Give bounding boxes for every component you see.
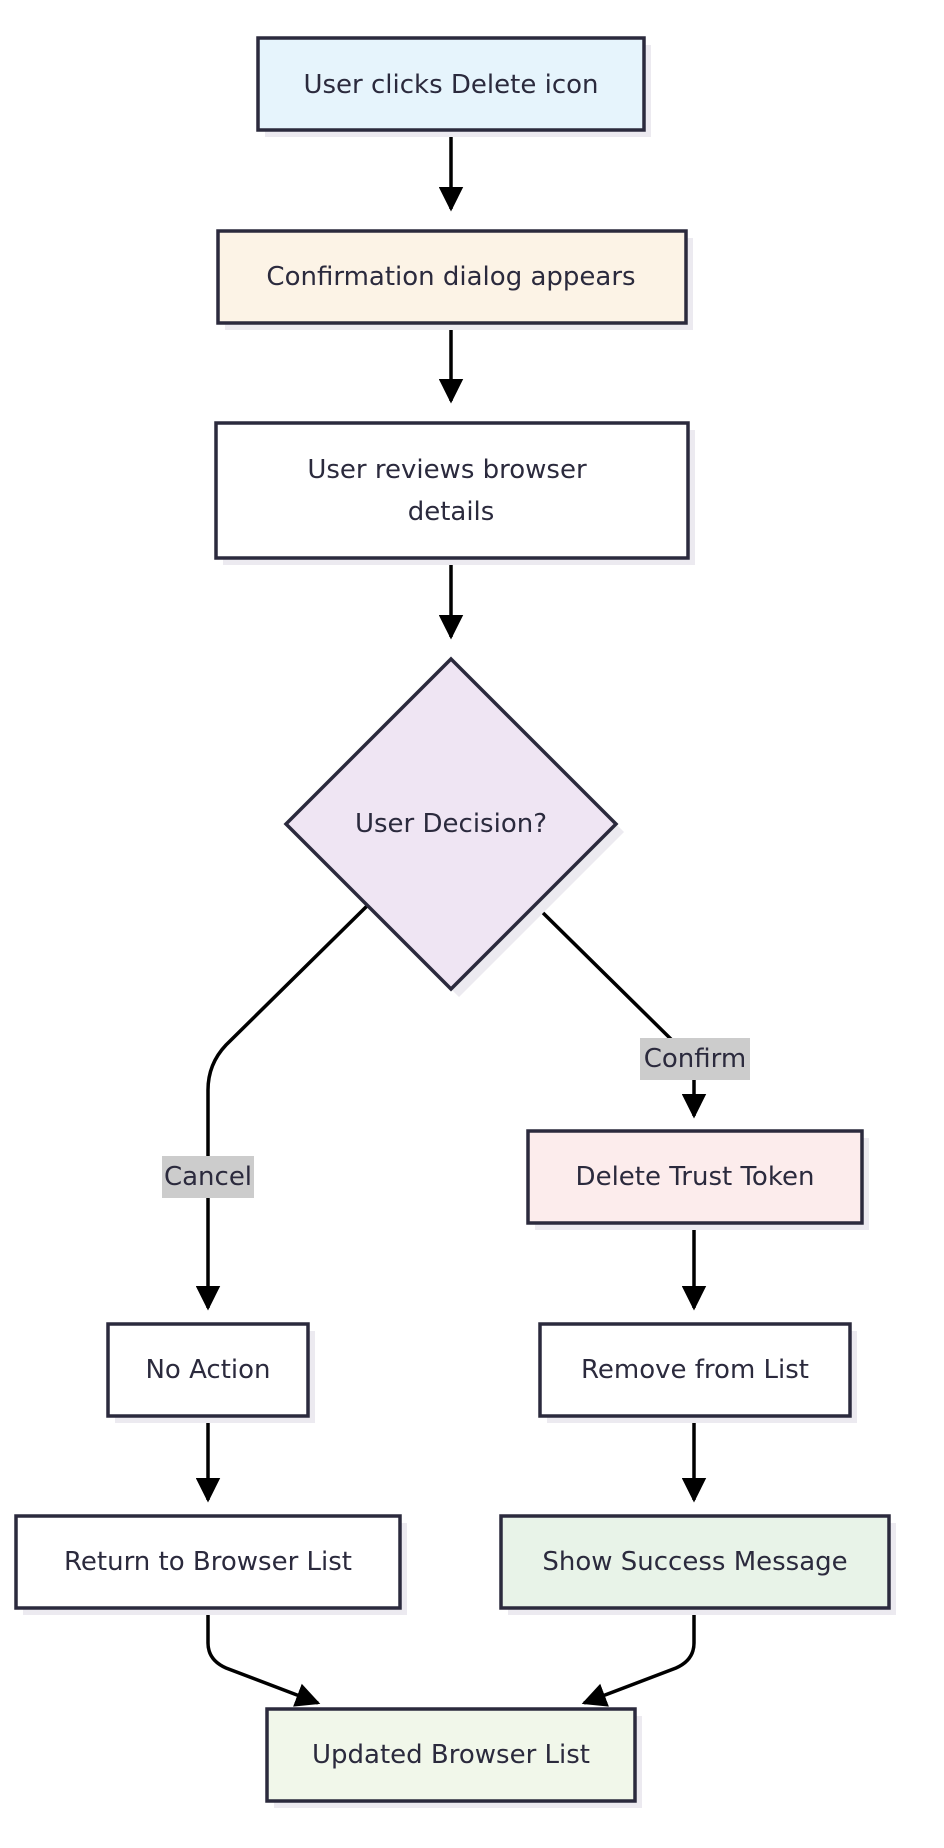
node-start-label: User clicks Delete icon: [303, 70, 598, 100]
node-success-label: Show Success Message: [542, 1547, 847, 1577]
edge-label-cancel-text: Cancel: [164, 1162, 252, 1192]
node-no-action: No Action: [106, 1322, 315, 1423]
edge-decision-to-delete: [533, 903, 707, 1119]
node-dialog-label: Confirmation dialog appears: [266, 262, 635, 292]
edge-decision-cancel: [195, 903, 370, 1311]
node-review-label-line1: User reviews browser: [307, 455, 587, 485]
edge-label-cancel: Cancel: [162, 1156, 254, 1198]
node-review: User reviews browser details: [214, 421, 695, 565]
node-decision: User Decision?: [283, 656, 624, 997]
node-no-action-label: No Action: [145, 1355, 270, 1385]
node-remove-list-label: Remove from List: [581, 1355, 809, 1385]
edge-return-to-end: [206, 1608, 321, 1707]
node-success: Show Success Message: [499, 1514, 896, 1615]
node-start: User clicks Delete icon: [256, 36, 651, 137]
node-end: Updated Browser List: [265, 1707, 642, 1808]
node-review-label-line2: details: [408, 497, 495, 527]
node-decision-label: User Decision?: [355, 809, 547, 839]
edge-success-to-end: [581, 1608, 696, 1707]
node-end-label: Updated Browser List: [312, 1740, 590, 1770]
node-remove-list: Remove from List: [538, 1322, 857, 1423]
node-delete-token: Delete Trust Token: [526, 1129, 869, 1230]
node-delete-token-label: Delete Trust Token: [576, 1162, 815, 1192]
edge-label-confirm-text: Confirm: [644, 1044, 746, 1074]
node-return-list: Return to Browser List: [14, 1514, 407, 1615]
node-return-list-label: Return to Browser List: [64, 1547, 352, 1577]
node-dialog: Confirmation dialog appears: [216, 229, 693, 330]
edge-label-confirm: Confirm: [640, 1038, 750, 1080]
